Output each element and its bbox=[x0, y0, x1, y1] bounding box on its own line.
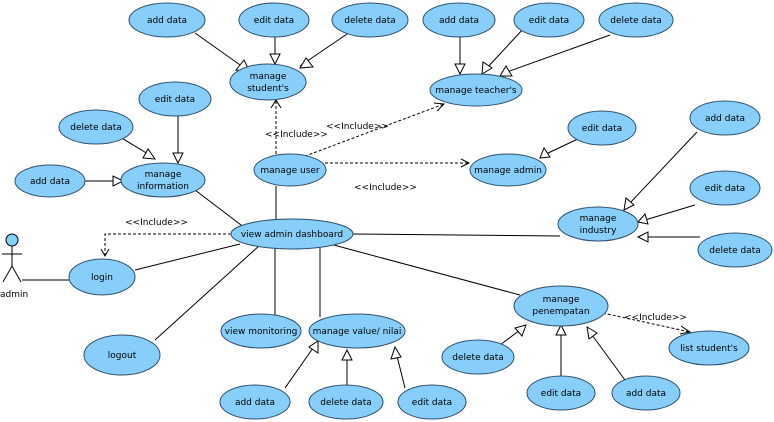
use-case-label: student's bbox=[247, 84, 289, 94]
use-case-label: edit data bbox=[705, 184, 745, 194]
include-label-teachers: <<Include>> bbox=[326, 122, 389, 132]
use-case-label: edit data bbox=[529, 16, 569, 26]
include-label-list: <<Include>> bbox=[624, 313, 687, 323]
actor-label: admin bbox=[0, 290, 28, 300]
use-case-logout[interactable]: logout bbox=[83, 334, 161, 376]
use-case-edit-data-value[interactable]: edit data bbox=[397, 384, 467, 420]
use-case-add-data-value[interactable]: add data bbox=[219, 384, 291, 420]
use-case-label: information bbox=[137, 182, 189, 192]
use-case-list-students[interactable]: list student's bbox=[668, 330, 750, 366]
use-case-label: manage bbox=[145, 170, 182, 180]
use-case-edit-data-penempatan[interactable]: edit data bbox=[526, 375, 596, 411]
use-case-label: delete data bbox=[452, 353, 504, 363]
use-case-manage-value[interactable]: manage value/ nilai bbox=[308, 313, 406, 349]
use-case-label: delete data bbox=[70, 123, 122, 133]
use-case-label: manage bbox=[250, 72, 287, 82]
include-dependencies bbox=[100, 99, 692, 335]
include-label-admin: <<Include>> bbox=[354, 183, 417, 193]
use-case-label: view monitoring bbox=[225, 327, 298, 337]
use-case-manage-information[interactable]: manage information bbox=[120, 162, 206, 198]
use-case-login[interactable]: login bbox=[68, 258, 136, 296]
include-label-login: <<Include>> bbox=[125, 218, 188, 228]
include-label-students: <<Include>> bbox=[265, 130, 328, 140]
use-case-add-data-penempatan[interactable]: add data bbox=[611, 375, 681, 411]
use-case-delete-data-teacher[interactable]: delete data bbox=[598, 2, 674, 38]
use-case-edit-data-industry[interactable]: edit data bbox=[689, 170, 761, 206]
use-case-add-data-industry[interactable]: add data bbox=[689, 100, 761, 136]
use-case-edit-data-student[interactable]: edit data bbox=[238, 2, 310, 38]
use-case-label: view admin dashboard bbox=[241, 230, 343, 240]
use-case-label: add data bbox=[705, 114, 745, 124]
use-case-label: delete data bbox=[344, 16, 396, 26]
use-case-label: edit data bbox=[582, 124, 622, 134]
use-case-manage-admin[interactable]: manage admin bbox=[469, 153, 547, 187]
use-case-label: manage value/ nilai bbox=[313, 327, 402, 337]
use-case-add-data-student[interactable]: add data bbox=[128, 2, 206, 38]
use-case-view-monitoring[interactable]: view monitoring bbox=[220, 313, 302, 349]
use-case-add-data-information[interactable]: add data bbox=[14, 164, 86, 198]
actor-head-icon bbox=[5, 233, 19, 247]
use-case-label: manage bbox=[580, 214, 617, 224]
use-case-label: login bbox=[91, 273, 113, 283]
use-case-delete-data-industry[interactable]: delete data bbox=[697, 232, 773, 268]
use-case-manage-penempatan[interactable]: manage penempatan bbox=[513, 285, 609, 327]
use-case-label: manage teacher's bbox=[435, 86, 517, 96]
use-case-label: add data bbox=[439, 16, 479, 26]
use-case-label: edit data bbox=[412, 398, 452, 408]
associations bbox=[22, 186, 561, 341]
use-case-delete-data-penempatan[interactable]: delete data bbox=[441, 339, 515, 375]
use-case-label: edit data bbox=[254, 16, 294, 26]
use-case-label: delete data bbox=[709, 246, 761, 256]
use-case-label: penempatan bbox=[532, 307, 589, 317]
use-case-view-admin-dashboard[interactable]: view admin dashboard bbox=[230, 218, 354, 250]
use-case-delete-data-information[interactable]: delete data bbox=[58, 109, 134, 145]
use-case-label: manage bbox=[543, 295, 580, 305]
use-case-label: manage admin bbox=[474, 166, 542, 176]
use-case-label: edit data bbox=[155, 95, 195, 105]
use-case-label: logout bbox=[108, 351, 137, 361]
use-case-manage-students[interactable]: manage student's bbox=[229, 63, 307, 101]
use-case-label: add data bbox=[30, 177, 70, 187]
use-case-manage-user[interactable]: manage user bbox=[253, 153, 327, 187]
use-case-manage-teachers[interactable]: manage teacher's bbox=[429, 73, 523, 107]
use-case-label: delete data bbox=[320, 398, 372, 408]
use-case-manage-industry[interactable]: manage industry bbox=[557, 206, 639, 242]
use-case-delete-data-student[interactable]: delete data bbox=[331, 2, 409, 38]
use-case-label: add data bbox=[147, 16, 187, 26]
use-case-label: add data bbox=[626, 389, 666, 399]
use-case-edit-data-information[interactable]: edit data bbox=[138, 81, 212, 117]
use-case-edit-data-admin[interactable]: edit data bbox=[567, 110, 637, 146]
use-case-label: add data bbox=[235, 398, 275, 408]
use-case-delete-data-value[interactable]: delete data bbox=[308, 384, 384, 420]
actor-admin[interactable]: admin bbox=[0, 233, 28, 300]
use-case-label: delete data bbox=[610, 16, 662, 26]
use-case-add-data-teacher[interactable]: add data bbox=[422, 2, 496, 38]
use-case-edit-data-teacher[interactable]: edit data bbox=[513, 2, 585, 38]
use-case-label: manage user bbox=[260, 166, 320, 176]
use-case-label: list student's bbox=[680, 344, 738, 354]
use-case-label: edit data bbox=[541, 389, 581, 399]
use-case-label: industry bbox=[580, 226, 618, 236]
